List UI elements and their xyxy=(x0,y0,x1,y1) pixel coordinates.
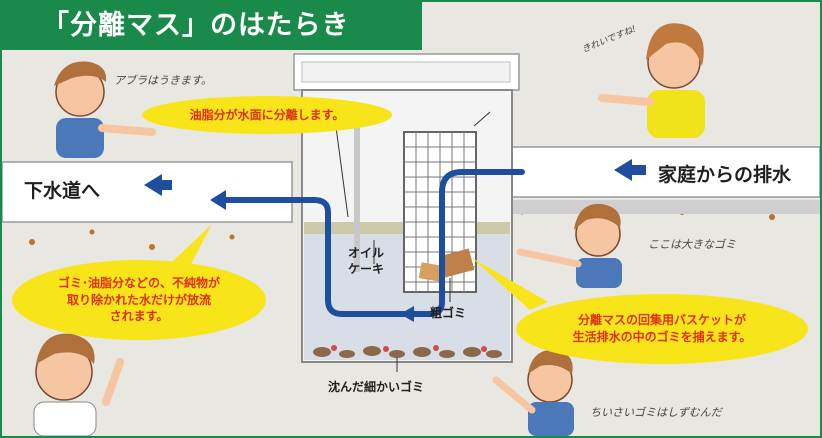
oil-separation-bubble: 油脂分が水面に分離します。 xyxy=(142,96,392,134)
speech-small-trash-sinks: ちいさいゴミはしずむんだ xyxy=(590,406,722,419)
partition-wall xyxy=(354,122,360,272)
discharge-text-line3: されます。 xyxy=(109,309,169,324)
oil-separation-text: 油脂分が水面に分離します。 xyxy=(189,107,345,122)
sediment-red xyxy=(331,345,487,352)
basket-text-line2: 生活排水の中のゴミを捕えます。 xyxy=(572,330,752,344)
person-bottom-right xyxy=(492,349,574,436)
coarse-trash-label: 粗ゴミ xyxy=(430,306,467,320)
page-title: 「分離マス」のはたらき xyxy=(2,2,422,50)
sewer-label: 下水道へ xyxy=(24,180,101,202)
person-top-right xyxy=(598,23,705,138)
oil-cake-line2: ケーキ xyxy=(348,261,385,276)
person-bottom-left xyxy=(33,333,124,436)
sediment xyxy=(313,346,502,358)
inlet-pipe-shadow xyxy=(464,200,820,214)
speech-big-trash: ここは大きなゴミ xyxy=(648,238,736,251)
basket-text-line1: 分離マスの回集用バスケットが xyxy=(577,313,746,328)
basket-bubble: 分離マスの回集用バスケットが 生活排水の中のゴミを捕えます。 xyxy=(516,294,808,364)
basket-bubble-pointer xyxy=(472,258,548,310)
household-drain-label: 家庭からの排水 xyxy=(658,164,792,186)
discharge-text-line1: ゴミ･油脂分などの、不純物が xyxy=(57,275,220,290)
discharge-text-line2: 取り除かれた水だけが放流 xyxy=(66,292,211,307)
discharge-bubble: ゴミ･油脂分などの、不純物が 取り除かれた水だけが放流 されます。 xyxy=(12,260,266,340)
flow-arrowheads xyxy=(144,159,646,322)
sunk-fine-trash-label: 沈んだ細かいゴミ xyxy=(328,380,425,394)
oil-cake-label: オイル ケーキ xyxy=(348,246,384,277)
discharge-bubble-pointer xyxy=(170,224,212,270)
flow-path xyxy=(219,169,525,317)
person-middle-right xyxy=(516,203,622,288)
oil-cake-line1: オイル xyxy=(348,246,385,260)
speech-oil-floats: アブラはうきます。 xyxy=(114,74,212,87)
person-top-left xyxy=(54,61,156,158)
tank-lid-inner xyxy=(301,61,511,83)
outlet-pipe xyxy=(2,161,293,223)
